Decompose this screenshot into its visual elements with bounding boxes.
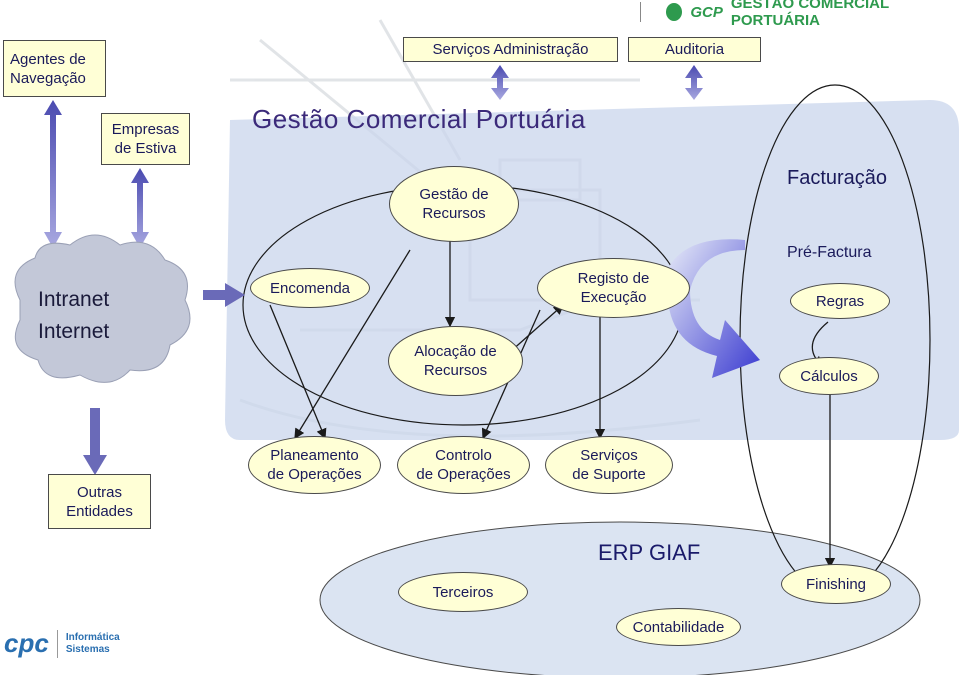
header-rule — [640, 2, 641, 22]
cpc-logo-subtitle: Informática Sistemas — [65, 631, 120, 655]
erp-region — [319, 521, 921, 675]
contabilidade-node: Contabilidade — [616, 608, 741, 646]
facturacao-label: Facturação — [787, 167, 888, 189]
nav-arrows — [44, 65, 703, 475]
registo-node: Registo de Execução — [537, 258, 690, 318]
intranet-cloud — [14, 234, 191, 383]
gcp-logo-icon — [666, 3, 683, 21]
terceiros-node: Terceiros — [398, 572, 528, 612]
gcp-logo: GCP GESTÃO COMERCIAL PORTUÁRIA — [666, 0, 959, 29]
auditoria-box: Auditoria — [628, 37, 761, 62]
outras-box: Outras Entidades — [48, 474, 151, 529]
alocacao-node: Alocação de Recursos — [388, 326, 523, 396]
gestao-recursos-node: Gestão de Recursos — [389, 166, 519, 242]
main-title: Gestão Comercial Portuária — [252, 104, 586, 134]
regras-node: Regras — [790, 283, 890, 319]
agentes-box: Agentes de Navegação — [3, 40, 106, 97]
erp-label: ERP GIAF — [598, 540, 701, 565]
cpc-logo-mark: cpc — [4, 628, 49, 658]
billing-flow-arrow — [668, 239, 760, 378]
gcp-logo-mark: GCP — [690, 3, 723, 21]
planeamento-node: Planeamento de Operações — [248, 436, 381, 494]
empresas-box: Empresas de Estiva — [101, 113, 190, 165]
controlo-node: Controlo de Operações — [397, 436, 530, 494]
pre-factura-label: Pré-Factura — [787, 244, 872, 261]
servicos-admin-box: Serviços Administração — [403, 37, 618, 62]
cpc-divider — [56, 629, 58, 658]
cpc-logo: cpc Informática Sistemas — [4, 628, 120, 659]
calculos-node: Cálculos — [779, 357, 879, 395]
encomenda-node: Encomenda — [250, 268, 370, 308]
intranet-label: Intranet Internet — [38, 288, 110, 343]
finishing-node: Finishing — [781, 564, 891, 604]
gcp-logo-title: GESTÃO COMERCIAL PORTUÁRIA — [730, 0, 889, 29]
servicos-suporte-node: Serviços de Suporte — [545, 436, 673, 494]
